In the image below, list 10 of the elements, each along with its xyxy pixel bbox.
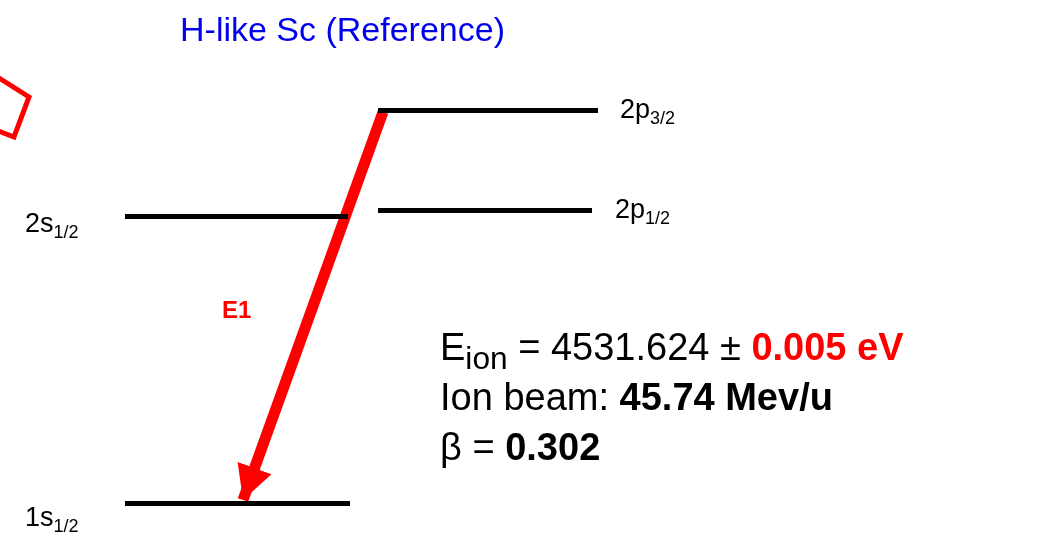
edge-label: E1: [222, 296, 252, 324]
level-label: 2s$_{1/2}$: [25, 208, 79, 245]
level-label: 2p$_{3/2}$: [620, 94, 676, 131]
level-label: 1s$_{1/2}$: [25, 502, 79, 539]
info-text: β = 0.302: [440, 426, 601, 468]
level-label: 2p$_{1/2}$: [615, 194, 671, 231]
info-text: Ion beam: 45.74 Mev/u: [440, 376, 833, 418]
info-text: E$_{ion}$ = 4531.624 ± 0.005 eV: [440, 326, 904, 378]
transition-arrow: [237, 110, 389, 502]
title: H-like Sc (Reference): [180, 10, 505, 49]
